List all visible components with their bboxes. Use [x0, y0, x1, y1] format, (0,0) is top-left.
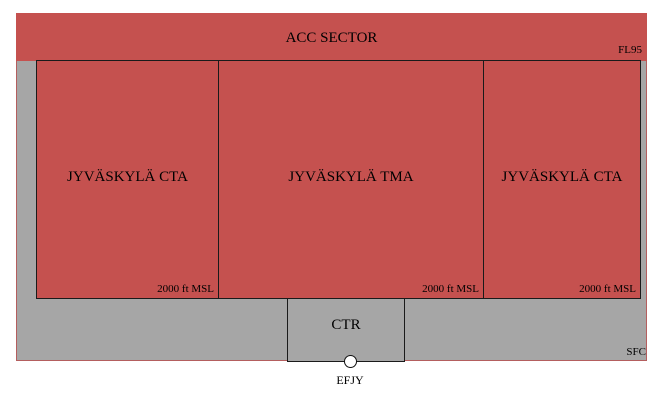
- cta-left-lower-limit: 2000 ft MSL: [157, 283, 214, 295]
- airport-marker-icon: [344, 355, 357, 368]
- acc-upper-limit: FL95: [618, 44, 642, 56]
- cta-right-area: JYVÄSKYLÄ CTA 2000 ft MSL: [483, 60, 641, 299]
- cta-right-lower-limit: 2000 ft MSL: [579, 283, 636, 295]
- ctr-label: CTR: [331, 317, 361, 333]
- surface-label: SFC: [626, 346, 646, 358]
- cta-right-label: JYVÄSKYLÄ CTA: [501, 169, 623, 185]
- cta-left-area: JYVÄSKYLÄ CTA 2000 ft MSL: [36, 60, 219, 299]
- tma-lower-limit: 2000 ft MSL: [422, 283, 479, 295]
- acc-sector-label: ACC SECTOR: [285, 30, 378, 46]
- airport-code-label: EFJY: [336, 373, 364, 387]
- acc-sector-area: ACC SECTOR FL95: [16, 13, 647, 61]
- tma-area: JYVÄSKYLÄ TMA 2000 ft MSL: [218, 60, 484, 299]
- cta-left-label: JYVÄSKYLÄ CTA: [67, 169, 188, 185]
- ctr-area: CTR: [287, 298, 405, 362]
- tma-label: JYVÄSKYLÄ TMA: [288, 169, 414, 185]
